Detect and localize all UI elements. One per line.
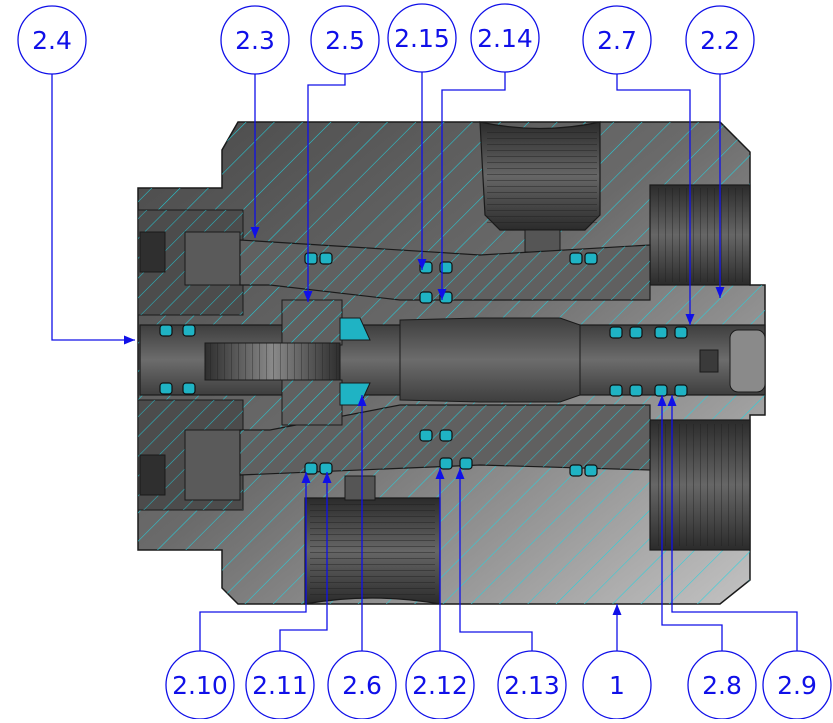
callout-2-3: 2.3 bbox=[220, 5, 290, 238]
callout-balloon bbox=[310, 5, 380, 75]
o-ring-seal bbox=[609, 326, 623, 339]
arrowhead bbox=[437, 289, 447, 300]
callout-balloon bbox=[220, 5, 290, 75]
right-lower-port bbox=[649, 419, 751, 551]
callout-label: 2.2 bbox=[700, 26, 740, 55]
o-ring-seals bbox=[159, 252, 688, 477]
o-ring-seal bbox=[304, 462, 318, 475]
callout-2-4: 2.4 bbox=[17, 5, 135, 345]
arrowhead bbox=[657, 395, 667, 406]
o-ring-seal bbox=[569, 464, 583, 477]
top-port bbox=[479, 121, 601, 253]
o-ring-seal bbox=[584, 464, 598, 477]
callout-label: 2.4 bbox=[32, 26, 72, 55]
leader-line bbox=[441, 72, 506, 300]
o-ring-seal bbox=[419, 291, 433, 304]
nut bbox=[281, 299, 343, 426]
callout-2-11: 2.11 bbox=[245, 472, 332, 720]
callout-label: 2.8 bbox=[702, 671, 742, 700]
o-ring-seal bbox=[629, 384, 643, 397]
seal-wedge bbox=[339, 317, 371, 406]
right-upper-port bbox=[649, 184, 751, 286]
callout-1: 1 bbox=[582, 604, 652, 720]
arrowhead bbox=[667, 395, 677, 406]
o-ring-seal bbox=[319, 462, 333, 475]
o-ring-seal bbox=[304, 252, 318, 265]
arrowhead bbox=[303, 291, 313, 302]
callout-2-6: 2.6 bbox=[327, 395, 397, 720]
callout-balloon bbox=[387, 3, 457, 73]
leader-line bbox=[307, 74, 346, 302]
leader-line bbox=[616, 74, 691, 325]
callout-label: 2.3 bbox=[235, 26, 275, 55]
leader-line bbox=[279, 472, 328, 651]
callout-label: 1 bbox=[609, 671, 625, 700]
callout-balloon bbox=[685, 5, 755, 75]
o-ring-seal bbox=[159, 324, 173, 337]
callout-label: 2.5 bbox=[325, 26, 365, 55]
arrowhead bbox=[322, 472, 332, 483]
leader-line bbox=[661, 395, 723, 651]
arrowhead bbox=[685, 314, 695, 325]
arrowhead bbox=[435, 468, 445, 479]
callout-balloon bbox=[17, 5, 87, 75]
arrowhead bbox=[417, 259, 427, 270]
callout-2-8: 2.8 bbox=[657, 395, 757, 720]
callout-label: 2.12 bbox=[412, 671, 468, 700]
arrowhead bbox=[124, 335, 135, 345]
callout-label: 2.14 bbox=[477, 24, 533, 53]
leader-line bbox=[51, 74, 135, 341]
callout-balloon bbox=[470, 3, 540, 73]
o-ring-seal bbox=[439, 261, 453, 274]
callout-label: 2.9 bbox=[777, 671, 817, 700]
callout-2-7: 2.7 bbox=[582, 5, 695, 325]
arrowhead bbox=[612, 604, 622, 615]
callout-label: 2.11 bbox=[252, 671, 308, 700]
leader-line bbox=[671, 395, 798, 651]
callout-2-2: 2.2 bbox=[685, 5, 755, 298]
leader-line bbox=[459, 468, 533, 651]
callout-label: 2.15 bbox=[394, 24, 450, 53]
o-ring-seal bbox=[584, 252, 598, 265]
o-ring-seal bbox=[674, 326, 688, 339]
arrowhead bbox=[250, 227, 260, 238]
callout-2-14: 2.14 bbox=[437, 3, 540, 300]
o-ring-seal bbox=[569, 252, 583, 265]
callout-2-12: 2.12 bbox=[405, 468, 475, 720]
o-ring-seal bbox=[182, 324, 196, 337]
o-ring-seal bbox=[439, 429, 453, 442]
callout-label: 2.7 bbox=[597, 26, 637, 55]
callout-2-15: 2.15 bbox=[387, 3, 457, 270]
o-ring-seal bbox=[629, 326, 643, 339]
callout-2-9: 2.9 bbox=[667, 395, 832, 720]
callout-label: 2.13 bbox=[504, 671, 560, 700]
o-ring-seal bbox=[182, 382, 196, 395]
arrowhead bbox=[455, 468, 465, 479]
bottom-port bbox=[304, 475, 441, 605]
arrowhead bbox=[301, 472, 311, 483]
callout-label: 2.6 bbox=[342, 671, 382, 700]
o-ring-seal bbox=[319, 252, 333, 265]
o-ring-seal bbox=[419, 429, 433, 442]
callout-balloon bbox=[582, 5, 652, 75]
leader-line bbox=[199, 472, 307, 651]
callout-label: 2.10 bbox=[172, 671, 228, 700]
arrowhead bbox=[715, 287, 725, 298]
o-ring-seal bbox=[609, 384, 623, 397]
o-ring-seal bbox=[159, 382, 173, 395]
o-ring-seal bbox=[654, 326, 668, 339]
o-ring-seal bbox=[459, 457, 473, 470]
left-cap bbox=[137, 209, 244, 511]
arrowhead bbox=[357, 395, 367, 406]
o-ring-seal bbox=[654, 384, 668, 397]
o-ring-seal bbox=[439, 457, 453, 470]
threaded-stud bbox=[204, 342, 341, 381]
o-ring-seal bbox=[674, 384, 688, 397]
callout-2-5: 2.5 bbox=[303, 5, 380, 302]
